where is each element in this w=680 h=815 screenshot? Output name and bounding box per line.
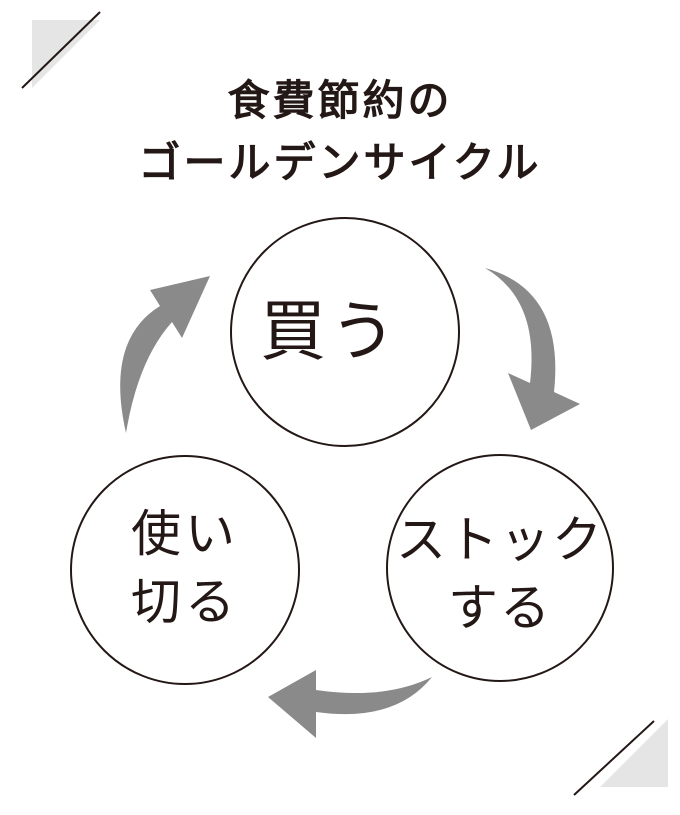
page-title: 食費節約の ゴールデンサイクル [0,70,680,194]
node-stock-line-1: ストック [396,511,604,569]
node-buy-text: 買う [260,293,400,370]
node-use-line-1: 使い [131,505,239,563]
node-label-stock: ストック する [395,506,605,642]
node-use-line-2: 切る [131,573,239,631]
corner-triangle [600,719,668,787]
node-circle-buy [230,217,460,447]
node-label-use: 使い 切る [90,500,280,636]
corner-decoration-bottom-right [573,719,668,796]
cycle-arrow-buy-to-stock [485,268,580,430]
node-circle-stock [386,454,614,682]
node-stock-line-2: する [448,579,552,637]
corner-slash [573,720,655,796]
title-line-2: ゴールデンサイクル [138,138,542,187]
cycle-arrow-use-to-buy [120,276,210,433]
cycle-arrow-stock-to-use [268,670,432,738]
corner-triangle [32,20,100,88]
title-line-1: 食費節約の [227,76,453,125]
node-circle-use [70,455,300,685]
corner-slash [21,11,101,89]
node-label-buy: 買う [230,292,430,372]
corner-decoration-top-left [21,11,101,89]
